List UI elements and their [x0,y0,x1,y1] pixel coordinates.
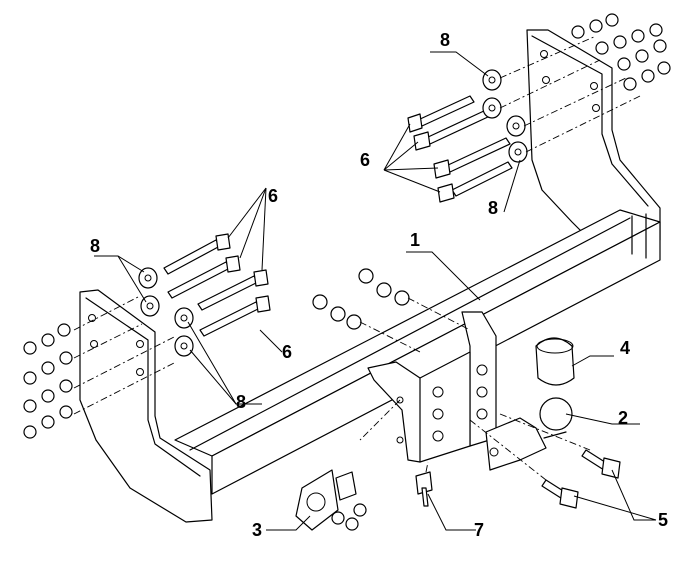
right-washers [482,69,528,163]
label-bolts-frame-right: 6 [360,150,370,170]
ball-cap [535,337,575,386]
left-nuts-cluster [23,323,73,439]
label-bolts-frame-left-top: 6 [268,186,278,206]
center-nuts-cluster [312,268,410,531]
label-bolt-small: 7 [474,520,484,540]
label-socket-plate: 3 [252,520,262,540]
label-bar: 1 [410,230,420,250]
label-cap: 4 [620,338,630,358]
small-bolt [415,471,433,507]
callout-labels: 1 2 3 4 5 6 6 6 7 8 8 8 8 [90,30,668,540]
label-bolts-frame-left-bottom: 6 [282,342,292,362]
label-washers-right-top: 8 [440,30,450,50]
callout-leaders [94,51,657,531]
label-washers-right-bottom: 8 [488,198,498,218]
assembly-axes [73,35,641,481]
ball-bolts [541,449,621,509]
label-ball: 2 [618,408,628,428]
right-nuts-cluster [571,13,671,91]
label-washers-left-bottom: 8 [236,392,246,412]
socket-plate [295,469,357,531]
label-bolts-ball: 5 [658,510,668,530]
right-mounting-bracket [526,29,661,253]
left-mounting-bracket [79,289,213,523]
tow-ball [485,397,573,471]
left-long-bolts [163,233,271,337]
main-cross-bar [174,209,661,495]
label-washers-left-top: 8 [90,236,100,256]
